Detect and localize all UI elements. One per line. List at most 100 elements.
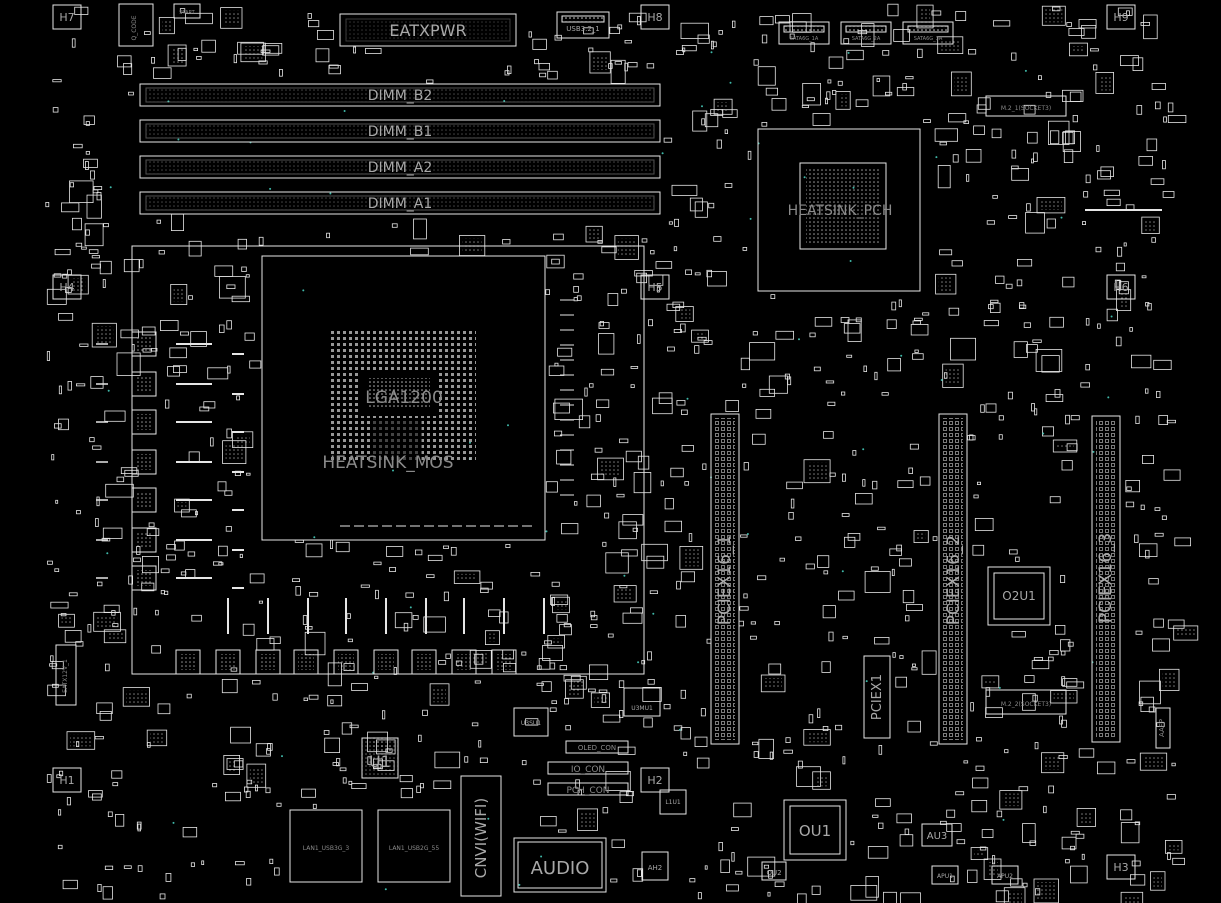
smd-component (1131, 354, 1152, 369)
mounting-hole-label: H1 (59, 774, 74, 787)
smd-component (787, 376, 792, 386)
smd-component (993, 20, 1011, 27)
smd-component (697, 892, 702, 900)
smd-component (464, 756, 469, 763)
smd-component (68, 592, 78, 597)
smd-component (887, 3, 899, 17)
vrm-mosfet (131, 331, 157, 357)
smd-component (429, 683, 450, 706)
smd-component (1146, 138, 1158, 152)
smd-component (266, 748, 271, 755)
chip-pins (95, 326, 114, 344)
smd-component (1118, 281, 1129, 295)
smd-component (360, 584, 370, 588)
smd-component (52, 683, 59, 688)
via (518, 883, 521, 886)
smd-component (810, 42, 815, 53)
smd-component (743, 593, 748, 599)
smd-component (990, 299, 999, 304)
smd-component (116, 476, 125, 483)
smd-component (583, 27, 594, 35)
vrm-mosfet-pins (136, 376, 152, 392)
smd-component (434, 751, 461, 769)
smd-component (413, 218, 427, 240)
smd-component (597, 457, 624, 481)
smd-component (1043, 805, 1047, 814)
smd-component (241, 266, 247, 272)
smd-component (597, 239, 603, 244)
smd-component (51, 661, 64, 670)
smd-component (308, 592, 319, 597)
smd-component (832, 90, 837, 95)
chip-pins (1143, 756, 1164, 768)
smd-component (117, 55, 132, 68)
smd-component (823, 431, 834, 439)
smd-component (123, 63, 133, 75)
smd-component (701, 118, 706, 126)
smd-component (1162, 191, 1175, 198)
chip-pins (838, 94, 848, 107)
eatxpwr-connector: EATXPWR (339, 13, 517, 47)
smd-component (679, 546, 704, 570)
chip-label: U1 (369, 752, 391, 771)
smd-component (1041, 355, 1060, 373)
smd-component (914, 317, 923, 321)
smd-component (245, 790, 251, 798)
smd-component (1167, 115, 1187, 124)
smd-component (1062, 276, 1075, 288)
smd-component (405, 592, 414, 598)
smd-component (850, 840, 855, 846)
smd-component (663, 137, 673, 143)
smd-component (1123, 242, 1127, 247)
chip-pins (1044, 755, 1061, 770)
smd-component (735, 870, 743, 875)
smd-component (923, 119, 931, 123)
via (679, 728, 681, 731)
smd-component (1090, 48, 1099, 52)
smd-component (897, 480, 914, 489)
smd-component (224, 791, 241, 802)
via (1107, 396, 1110, 399)
smd-component (913, 530, 929, 544)
smd-component (1049, 316, 1064, 328)
smd-component (1166, 794, 1176, 800)
via (106, 552, 109, 555)
smd-component (724, 183, 733, 188)
smd-component (103, 629, 127, 644)
via (710, 51, 713, 54)
smd-component (234, 861, 245, 866)
chip-pins (177, 502, 187, 509)
smd-component (95, 518, 99, 527)
smd-component (186, 693, 192, 699)
smd-component (680, 689, 686, 699)
smd-component (985, 707, 1003, 719)
smd-component (120, 467, 138, 475)
smd-component (55, 499, 59, 504)
smd-component (484, 630, 500, 646)
smd-component (365, 48, 382, 55)
vrm-mosfet-pins (338, 654, 354, 670)
dimm-slot-b2: DIMM_B2 (139, 83, 661, 107)
smd-component (1130, 874, 1146, 886)
smd-component (103, 604, 120, 614)
smd-component (969, 434, 974, 441)
pcie-label: PCIEX1 (870, 674, 885, 720)
smd-component (62, 273, 68, 279)
smd-component (740, 534, 748, 538)
smd-component (1154, 532, 1164, 537)
smd-component (185, 569, 196, 579)
smd-component (788, 512, 794, 520)
smd-component (891, 568, 895, 576)
smd-component (230, 726, 252, 744)
smd-component (1026, 344, 1038, 353)
smd-component (538, 63, 551, 71)
chip-pins (580, 811, 595, 828)
smd-component (761, 34, 768, 44)
smd-component (946, 823, 962, 832)
smd-component (937, 36, 964, 54)
smd-component (86, 194, 102, 219)
smd-component (750, 635, 757, 640)
smd-component (664, 498, 674, 510)
smd-component (552, 596, 570, 614)
smd-component (347, 638, 353, 643)
